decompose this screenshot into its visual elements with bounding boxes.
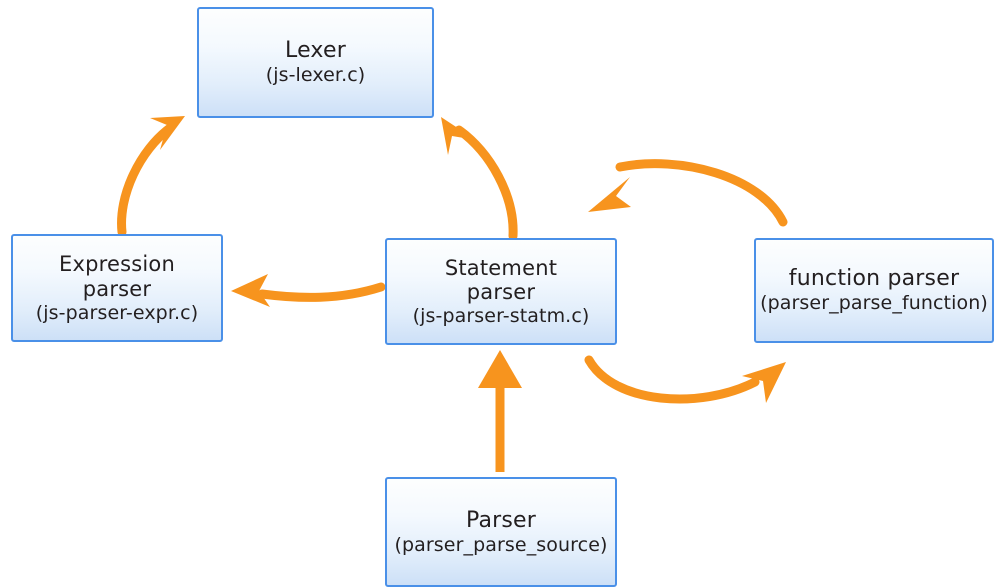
node-lexer-title: Lexer xyxy=(285,38,346,64)
edge-expression-to-lexer xyxy=(117,116,185,237)
edge-statement-to-function xyxy=(584,355,786,404)
node-expression-parser[interactable]: Expression parser (js-parser-expr.c) xyxy=(11,234,223,342)
edge-statement-to-expression xyxy=(231,274,386,307)
edge-function-to-statement xyxy=(588,159,788,227)
node-function-parser[interactable]: function parser (parser_parse_function) xyxy=(754,238,994,343)
node-statement-parser-title2: parser xyxy=(466,280,536,305)
edge-parser-to-statement xyxy=(478,350,522,472)
node-statement-parser[interactable]: Statement parser (js-parser-statm.c) xyxy=(385,238,617,345)
node-lexer[interactable]: Lexer (js-lexer.c) xyxy=(197,7,434,118)
node-statement-parser-subtitle: (js-parser-statm.c) xyxy=(412,305,590,328)
node-lexer-subtitle: (js-lexer.c) xyxy=(265,64,366,87)
node-parser[interactable]: Parser (parser_parse_source) xyxy=(385,477,617,587)
node-expression-parser-subtitle: (js-parser-expr.c) xyxy=(35,301,199,324)
node-function-parser-subtitle: (parser_parse_function) xyxy=(760,292,988,315)
node-parser-subtitle: (parser_parse_source) xyxy=(394,533,608,556)
node-function-parser-title: function parser xyxy=(788,266,960,292)
node-parser-title: Parser xyxy=(465,507,537,533)
node-statement-parser-title: Statement xyxy=(444,255,558,280)
node-expression-parser-title2: parser xyxy=(82,276,152,301)
node-expression-parser-title: Expression xyxy=(59,252,175,277)
edge-statement-to-lexer xyxy=(441,117,518,241)
